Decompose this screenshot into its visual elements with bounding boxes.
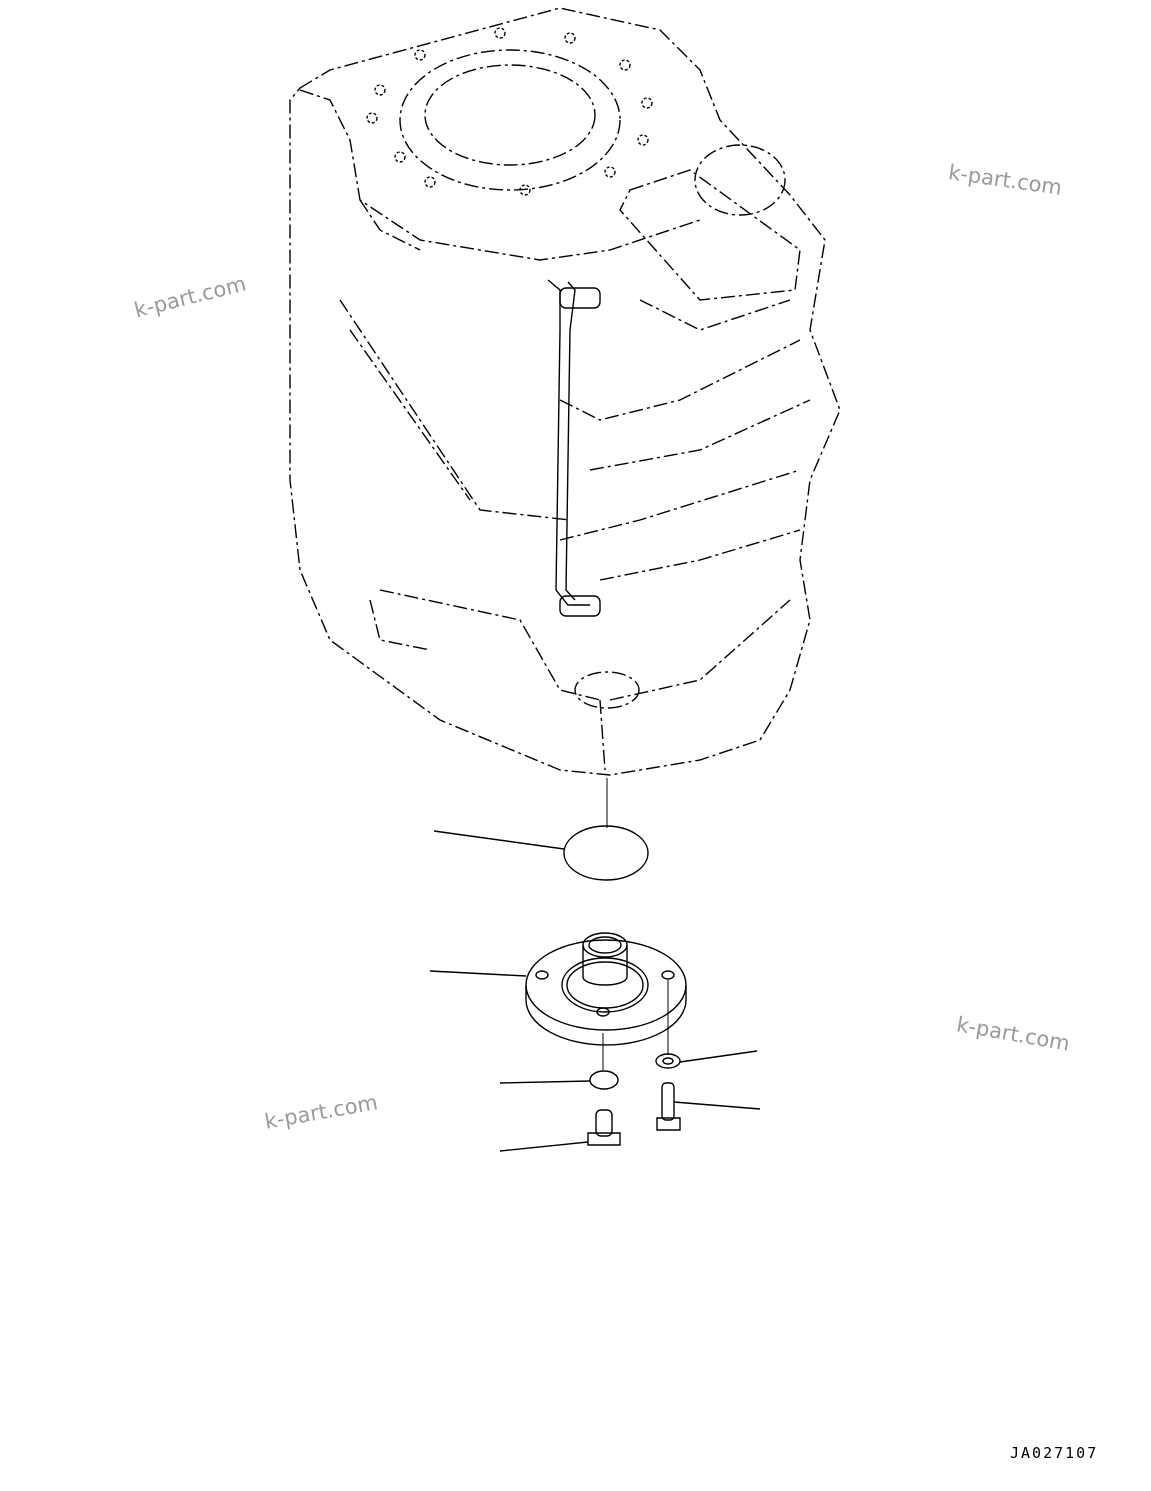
cover-plate <box>429 932 687 1070</box>
flange-bolt-holes <box>366 27 653 196</box>
washer <box>655 1050 758 1069</box>
gasket <box>433 825 649 881</box>
drawing-code: JA027107 <box>1010 1444 1099 1462</box>
o-ring <box>499 1070 619 1090</box>
bolt <box>656 1082 761 1131</box>
level-gauge-pipe <box>547 279 601 617</box>
transmission-housing <box>289 7 841 776</box>
drain-plug <box>499 1109 621 1152</box>
